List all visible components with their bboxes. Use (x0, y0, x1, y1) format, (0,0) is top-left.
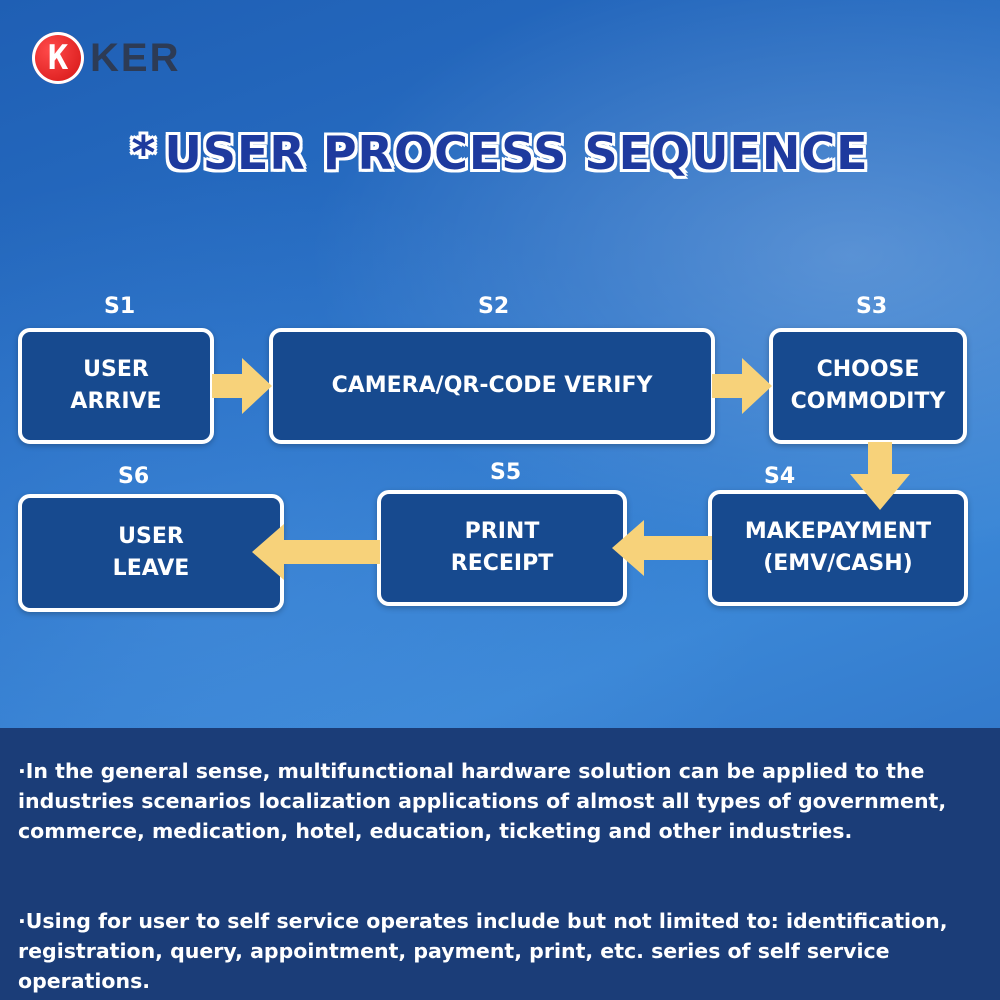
step-s5-line-1: PRINT (464, 519, 540, 545)
logo-text: KER (90, 35, 181, 80)
step-s1-line-2: ARRIVE (70, 389, 162, 414)
arrow-s1-to-s2-icon (212, 358, 272, 414)
description-panel: ·In the general sense, multifunctional h… (0, 728, 1000, 1000)
step-label-s1: S1 (104, 294, 136, 319)
arrow-s3-to-s4-icon (850, 442, 910, 510)
step-box-s2: CAMERA/QR-CODE VERIFY (269, 328, 715, 444)
step-label-s3: S3 (856, 294, 888, 319)
title-star: * (131, 126, 157, 180)
step-s1-line-1: USER (83, 357, 149, 383)
arrow-s2-to-s3-icon (712, 358, 772, 414)
step-box-s4: MAKEPAYMENT (EMV/CASH) (708, 490, 968, 606)
title-text: USER PROCESS SEQUENCE (164, 126, 869, 180)
description-paragraph-1: ·In the general sense, multifunctional h… (18, 759, 947, 843)
step-s2-line-1: CAMERA/QR-CODE VERIFY (331, 373, 653, 399)
page-title: *USER PROCESS SEQUENCE (0, 126, 1000, 180)
step-s4-line-2: (EMV/CASH) (763, 551, 913, 576)
description-paragraph-2: ·Using for user to self service operates… (18, 909, 948, 993)
step-label-s2: S2 (478, 294, 510, 319)
logo-mark: K (32, 32, 84, 84)
step-s6-line-1: USER (118, 524, 184, 550)
brand-logo: K KER (32, 30, 180, 86)
step-box-s3: CHOOSE COMMODITY (769, 328, 967, 444)
step-s3-line-2: COMMODITY (790, 389, 946, 414)
arrow-s5-to-s6-icon (252, 524, 380, 580)
step-box-s6: USER LEAVE (18, 494, 284, 612)
step-label-s5: S5 (490, 460, 522, 485)
step-label-s4: S4 (764, 464, 796, 489)
step-s6-line-2: LEAVE (112, 556, 190, 581)
step-s4-line-1: MAKEPAYMENT (744, 519, 932, 545)
step-label-s6: S6 (118, 464, 150, 489)
step-box-s1: USER ARRIVE (18, 328, 214, 444)
step-box-s5: PRINT RECEIPT (377, 490, 627, 606)
step-s3-line-1: CHOOSE (816, 357, 920, 383)
arrow-s4-to-s5-icon (612, 520, 712, 576)
step-s5-line-2: RECEIPT (450, 551, 554, 576)
